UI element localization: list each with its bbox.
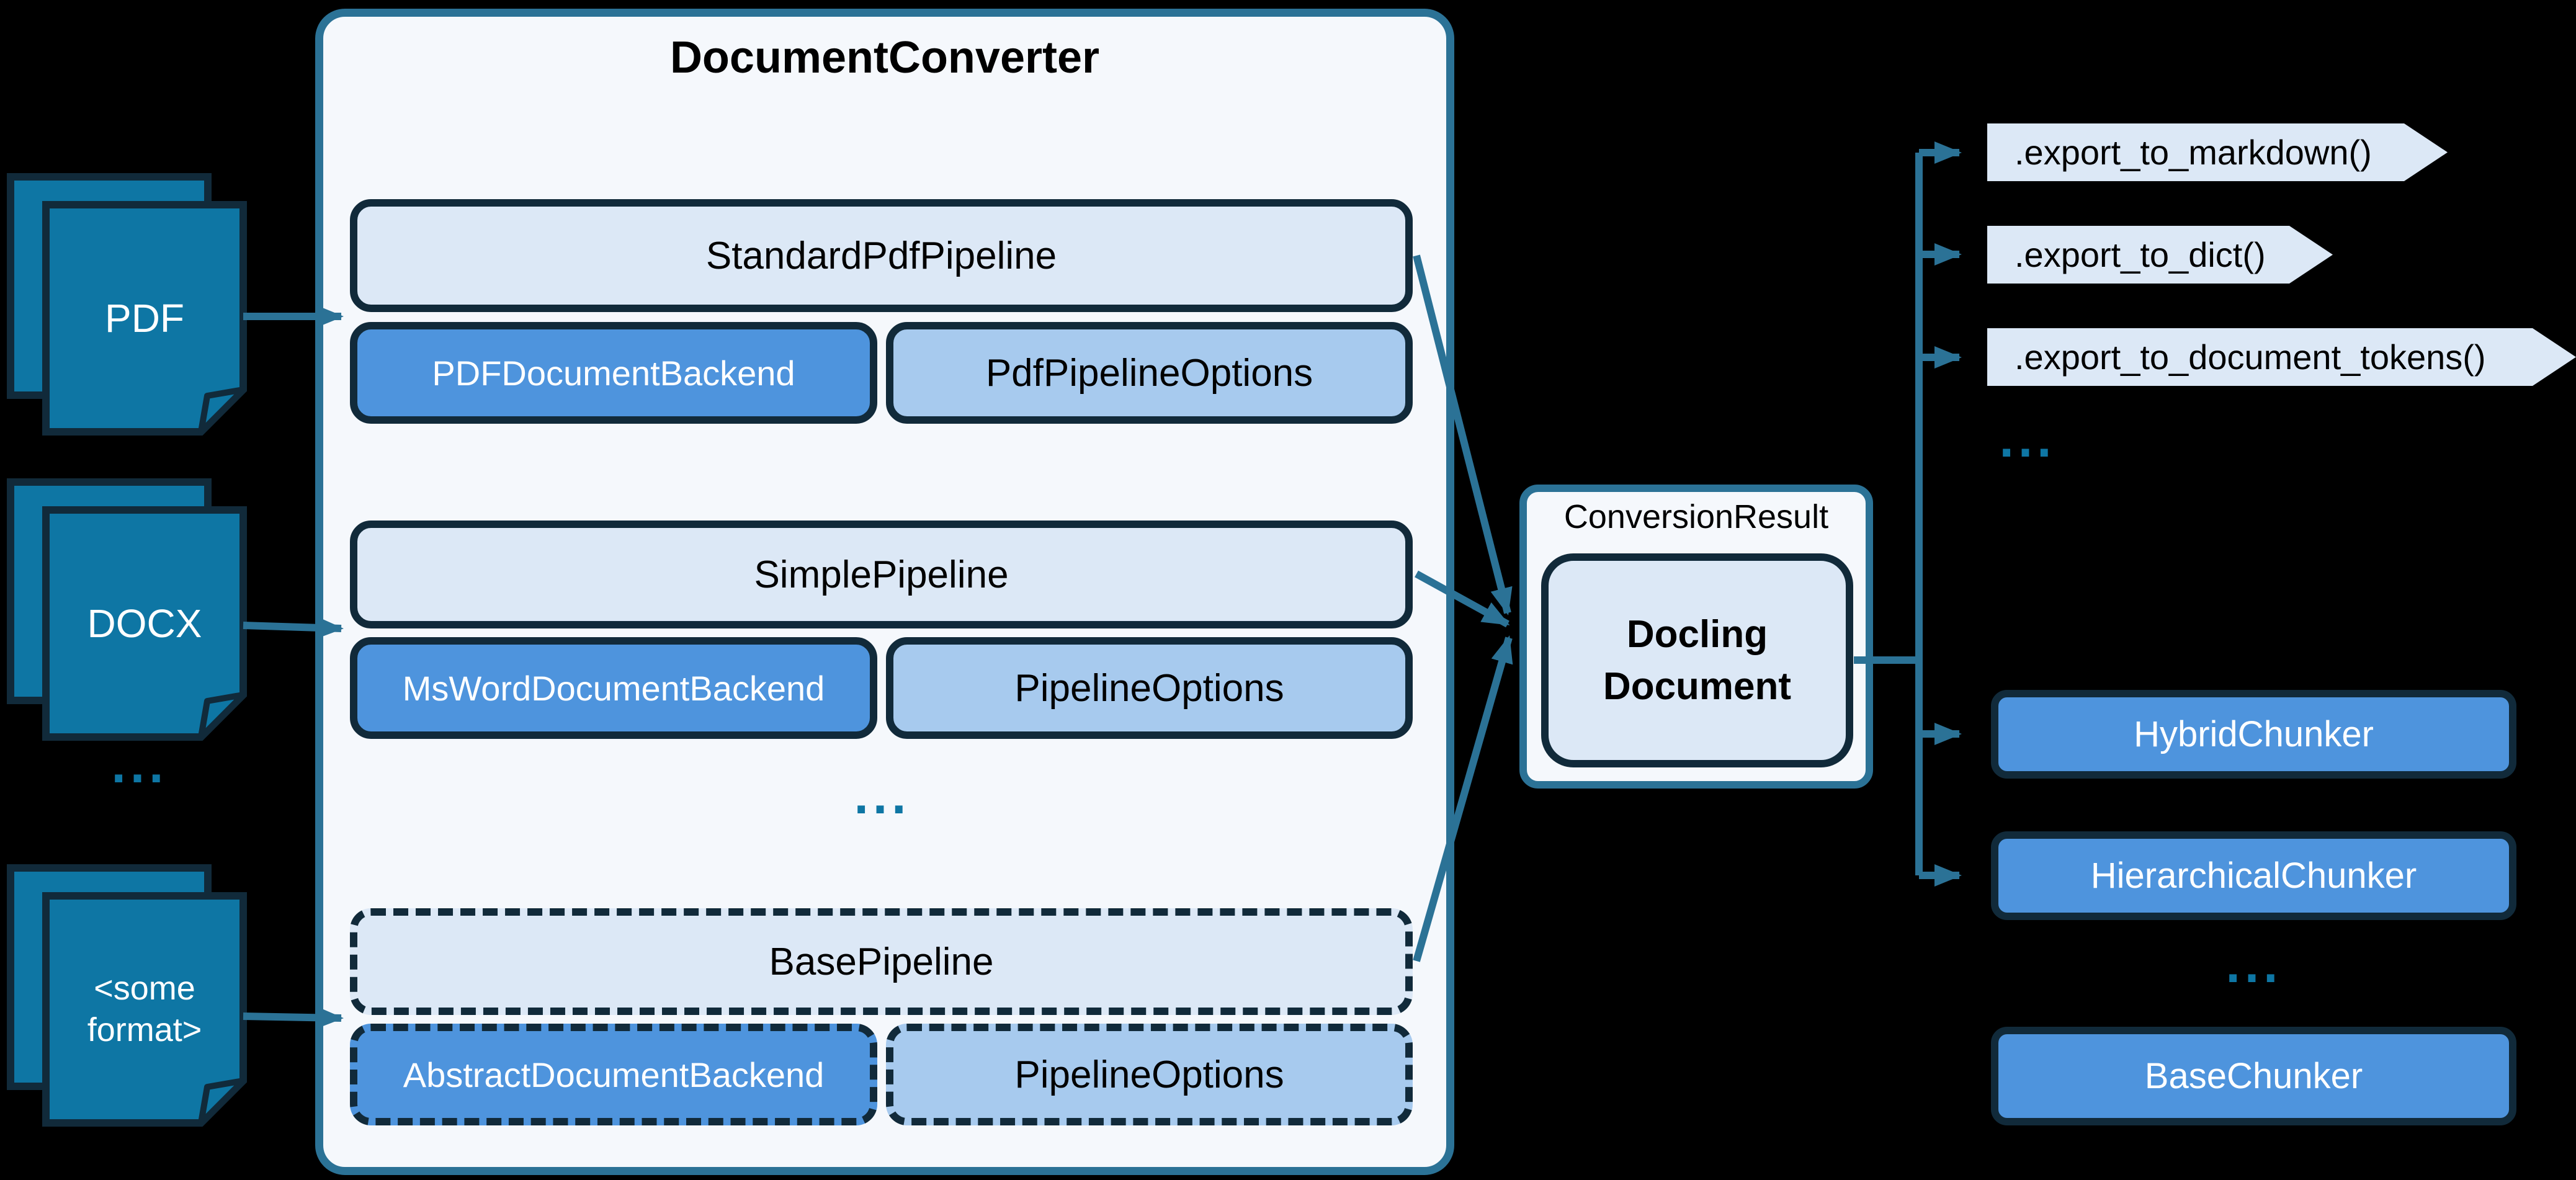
converter-ellipsis: ... bbox=[854, 766, 911, 825]
pdf-pipeline-options-box: PdfPipelineOptions bbox=[886, 322, 1413, 424]
base-pipeline-label: BasePipeline bbox=[769, 940, 994, 983]
document-converter-title: DocumentConverter bbox=[669, 33, 1100, 83]
conversion-result-label: ConversionResult bbox=[1563, 498, 1829, 535]
other-format-documents-icon bbox=[7, 864, 247, 1127]
export-to-markdown-label: .export_to_markdown() bbox=[2015, 133, 2372, 172]
hybrid-chunker-box: HybridChunker bbox=[1991, 690, 2516, 779]
abstract-document-backend-box: AbstractDocumentBackend bbox=[350, 1024, 877, 1125]
msword-document-backend-box: MsWordDocumentBackend bbox=[350, 637, 877, 739]
export-to-document-tokens-label: .export_to_document_tokens() bbox=[2015, 337, 2486, 377]
docx-input-label: DOCX bbox=[87, 601, 202, 646]
export-to-dict-banner: .export_to_dict() bbox=[1987, 226, 2333, 284]
pdf-document-backend-label: PDFDocumentBackend bbox=[432, 353, 795, 393]
export-to-markdown-banner: .export_to_markdown() bbox=[1987, 123, 2448, 181]
hierarchical-chunker-label: HierarchicalChunker bbox=[2090, 856, 2417, 896]
abstract-document-backend-label: AbstractDocumentBackend bbox=[403, 1055, 825, 1094]
export-to-dict-label: .export_to_dict() bbox=[2015, 235, 2266, 274]
base-pipeline-options-label: PipelineOptions bbox=[1014, 1053, 1284, 1096]
pdf-document-backend-box: PDFDocumentBackend bbox=[350, 322, 877, 424]
pdf-input-label: PDF bbox=[105, 296, 184, 341]
base-chunker-box: BaseChunker bbox=[1991, 1027, 2516, 1125]
simple-pipeline-label: SimplePipeline bbox=[754, 553, 1009, 596]
simple-pipeline-box: SimplePipeline bbox=[350, 521, 1413, 628]
pipeline-options-box: PipelineOptions bbox=[886, 637, 1413, 739]
base-chunker-label: BaseChunker bbox=[2144, 1056, 2363, 1096]
docling-document-line2: Document bbox=[1603, 664, 1792, 708]
docx-documents-icon bbox=[7, 478, 247, 741]
docling-document-line1: Docling bbox=[1626, 612, 1768, 656]
inputs-ellipsis: ... bbox=[111, 735, 168, 793]
standard-pdf-pipeline-box: StandardPdfPipeline bbox=[350, 199, 1413, 312]
hybrid-chunker-label: HybridChunker bbox=[2134, 714, 2374, 754]
exports-ellipsis: ... bbox=[1999, 409, 2056, 468]
pdf-documents-icon bbox=[7, 173, 247, 436]
pipeline-options-label: PipelineOptions bbox=[1014, 666, 1284, 710]
standard-pdf-pipeline-label: StandardPdfPipeline bbox=[705, 234, 1057, 277]
pdf-pipeline-options-label: PdfPipelineOptions bbox=[985, 351, 1313, 395]
export-to-document-tokens-banner: .export_to_document_tokens() bbox=[1987, 328, 2576, 386]
docling-document-box: Docling Document bbox=[1541, 553, 1853, 767]
chunkers-ellipsis: ... bbox=[2225, 935, 2283, 993]
base-pipeline-options-box: PipelineOptions bbox=[886, 1024, 1413, 1125]
base-pipeline-box: BasePipeline bbox=[350, 908, 1413, 1015]
hierarchical-chunker-box: HierarchicalChunker bbox=[1991, 831, 2516, 920]
msword-document-backend-label: MsWordDocumentBackend bbox=[402, 668, 825, 708]
other-format-input-label: <some format> bbox=[87, 969, 202, 1049]
